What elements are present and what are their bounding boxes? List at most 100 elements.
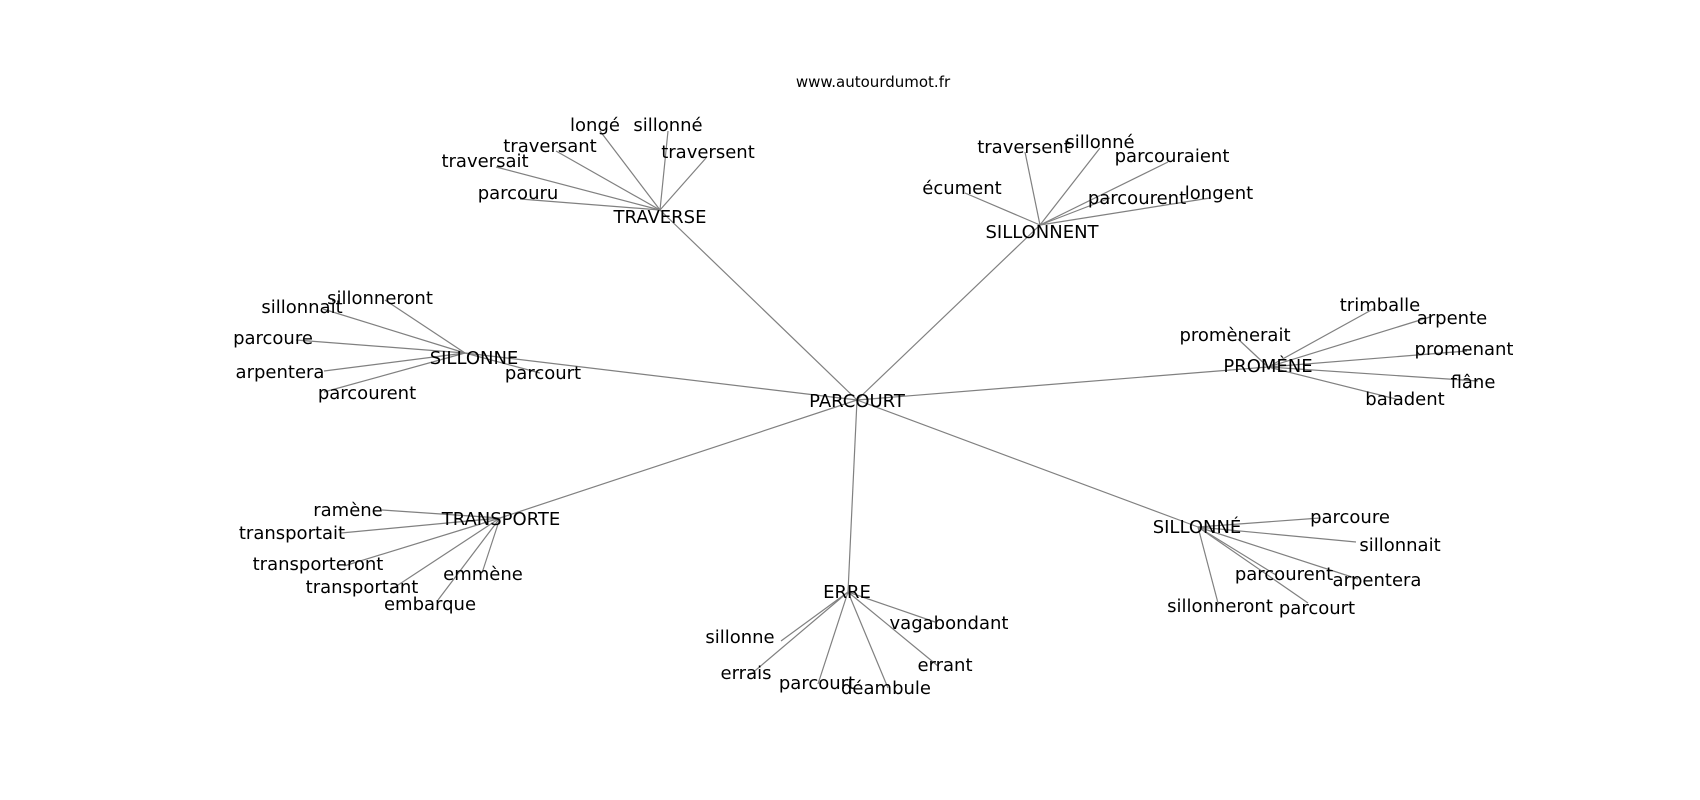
edge-group-to-leaf <box>391 517 501 590</box>
leaf-node-label: sillonneront <box>1167 596 1273 617</box>
edge-center-to-group <box>499 399 858 519</box>
edge-group-to-leaf <box>384 299 466 354</box>
group-node-label: TRAVERSE <box>613 207 707 228</box>
leaf-node-label: arpentera <box>1333 570 1422 591</box>
leaf-node-label: errant <box>917 655 972 676</box>
leaf-node-label: déambule <box>841 678 931 699</box>
edge-group-to-leaf <box>1197 517 1321 528</box>
leaf-node-label: parcourt <box>505 363 581 384</box>
edge-group-to-leaf <box>555 150 661 211</box>
edge-group-to-leaf <box>1267 316 1431 368</box>
edge-center-to-group <box>847 399 858 593</box>
leaf-node-label: traversent <box>977 137 1071 158</box>
leaf-node-label: parcouraient <box>1115 146 1230 167</box>
edge-group-to-leaf <box>1197 526 1277 576</box>
group-node-label: SILLONNE <box>430 348 519 369</box>
edge-group-to-leaf <box>323 352 466 393</box>
leaf-node-label: trimballe <box>1340 295 1421 316</box>
edge-group-to-leaf <box>847 591 936 623</box>
leaf-node-label: arpentera <box>236 362 325 383</box>
leaf-node-label: embarque <box>384 594 476 615</box>
edge-group-to-leaf <box>599 130 661 211</box>
edge-group-to-leaf <box>847 591 889 689</box>
edge-center-to-group <box>659 209 858 401</box>
edge-group-to-leaf <box>1197 526 1357 543</box>
leaf-node-label: sillonnait <box>1359 535 1440 556</box>
edge-center-to-group <box>856 366 1269 401</box>
leaf-node-label: traversait <box>441 151 528 172</box>
leaf-node-label: emmène <box>443 564 523 585</box>
edge-group-to-leaf <box>481 517 501 574</box>
graph-edges <box>295 130 1479 689</box>
edge-group-to-leaf <box>659 157 707 211</box>
edge-group-to-leaf <box>847 591 939 667</box>
leaf-node-label: sillonneront <box>327 288 433 309</box>
leaf-node-label: sillonné <box>633 115 702 136</box>
leaf-node-label: transporteront <box>253 554 384 575</box>
edge-group-to-leaf <box>1267 366 1479 382</box>
edge-group-to-leaf <box>295 339 466 354</box>
leaf-node-label: parcoure <box>1310 507 1390 528</box>
edge-center-to-group <box>464 352 858 401</box>
edge-group-to-leaf <box>381 509 501 519</box>
edge-group-to-leaf <box>495 166 661 211</box>
leaf-node-label: parcourent <box>318 383 416 404</box>
source-watermark: www.autourdumot.fr <box>796 73 951 91</box>
edge-group-to-leaf <box>437 517 501 601</box>
leaf-node-label: promènerait <box>1179 325 1290 346</box>
leaf-node-label: traversent <box>661 142 755 163</box>
group-node-label: ERRE <box>823 582 871 603</box>
leaf-node-label: parcouru <box>478 183 559 204</box>
edge-group-to-leaf <box>1197 526 1359 580</box>
edge-center-to-group <box>856 224 1041 401</box>
leaf-node-label: parcourt <box>779 673 855 694</box>
edge-center-to-group <box>856 399 1199 528</box>
edge-group-to-leaf <box>1024 151 1041 226</box>
leaf-node-label: parcourent <box>1088 188 1186 209</box>
leaf-node-label: arpente <box>1417 308 1487 329</box>
group-node-label: TRANSPORTE <box>441 509 561 530</box>
edge-group-to-leaf <box>817 591 849 685</box>
edge-group-to-leaf <box>1267 366 1401 401</box>
edge-group-to-leaf <box>749 591 849 676</box>
edge-group-to-leaf <box>1039 197 1211 226</box>
leaf-node-label: traversant <box>503 136 597 157</box>
edge-group-to-leaf <box>464 352 541 374</box>
edge-group-to-leaf <box>323 352 466 372</box>
group-node-label: PROMÈNE <box>1223 355 1312 377</box>
edge-group-to-leaf <box>1267 307 1376 368</box>
group-node-label: SILLONNENT <box>985 222 1099 243</box>
edge-group-to-leaf <box>1197 526 1309 604</box>
edge-group-to-leaf <box>1267 350 1468 368</box>
edge-group-to-leaf <box>1237 338 1269 368</box>
leaf-node-label: transportant <box>306 577 419 598</box>
edge-group-to-leaf <box>964 192 1041 226</box>
center-node-label: PARCOURT <box>809 391 906 412</box>
leaf-node-label: sillonnait <box>261 297 342 318</box>
edge-group-to-leaf <box>1039 197 1111 226</box>
edge-group-to-leaf <box>1039 161 1169 226</box>
leaf-node-label: baladent <box>1365 389 1444 410</box>
leaf-node-label: sillonné <box>1065 132 1134 153</box>
leaf-node-label: parcourent <box>1235 564 1333 585</box>
leaf-node-label: écument <box>922 178 1001 199</box>
leaf-node-label: longé <box>570 115 620 136</box>
leaf-node-label: flâne <box>1451 372 1496 393</box>
edge-group-to-leaf <box>1197 526 1219 604</box>
edge-group-to-leaf <box>659 130 669 211</box>
edge-group-to-leaf <box>1039 147 1101 226</box>
edge-group-to-leaf <box>519 198 661 211</box>
leaf-node-label: longent <box>1185 183 1253 204</box>
leaf-node-label: vagabondant <box>890 613 1009 634</box>
leaf-node-label: promenant <box>1415 339 1514 360</box>
leaf-node-label: transportait <box>239 523 345 544</box>
graph-nodes: TRAVERSE longé sillonné traversant traversen… <box>233 115 1513 699</box>
leaf-node-label: ramène <box>313 500 383 521</box>
leaf-node-label: sillonne <box>705 627 774 648</box>
leaf-node-label: parcoure <box>233 328 313 349</box>
edge-group-to-leaf <box>340 517 501 534</box>
leaf-node-label: parcourt <box>1279 598 1355 619</box>
edge-group-to-leaf <box>343 517 501 567</box>
leaf-node-label: errais <box>721 663 772 684</box>
